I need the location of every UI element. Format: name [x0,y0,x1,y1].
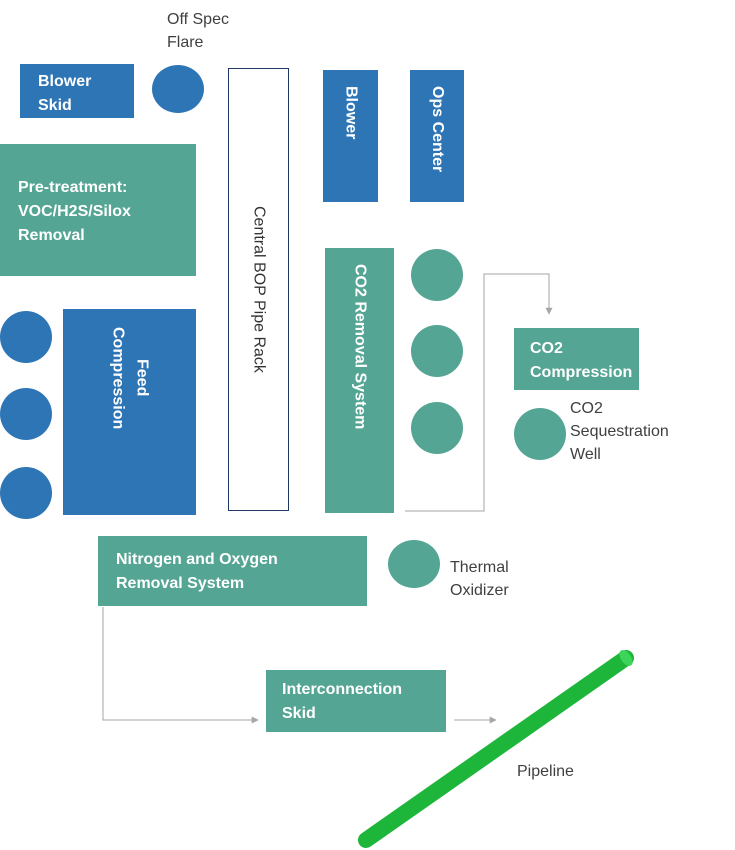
co2-removal-circle-3 [411,402,463,454]
pretreatment-block: Pre-treatment: VOC/H2S/Silox Removal [0,144,196,276]
co2-sequestration-well-label: CO2 Sequestration Well [570,400,669,463]
blower-skid-block: Blower Skid [20,64,134,118]
feed-compressor-circle-1 [0,311,52,363]
blower-skid-label: Blower Skid [38,73,92,114]
feed-compressor-circle-2 [0,388,52,440]
off-spec-flare-circle [152,65,204,113]
co2-removal-block: CO2 Removal System [325,248,394,513]
pipeline-pipe-end [619,650,633,666]
co2-removal-circle-2 [411,325,463,377]
nitrogen-to-interconnection-arrow [102,607,259,724]
blower-block: Blower [323,70,378,202]
ops-center-block: Ops Center [410,70,464,202]
co2-removal-circle-1 [411,249,463,301]
co2-sequestration-well-circle [514,408,566,460]
thermal-oxidizer-circle [388,540,440,588]
feed-compression-block: Feed Compression [63,309,196,515]
ops-center-label: Ops Center [429,86,446,173]
feed-compression-label: Feed Compression [109,327,151,430]
nitrogen-oxygen-removal-label: Nitrogen and Oxygen Removal System [116,551,278,592]
co2-compression-label: CO2 Compression [530,340,633,381]
nitrogen-oxygen-removal-block: Nitrogen and Oxygen Removal System [98,536,367,606]
co2-compression-block: CO2 Compression [514,328,639,390]
blower-label: Blower [342,86,360,140]
pretreatment-label: Pre-treatment: VOC/H2S/Silox Removal [18,179,131,244]
central-bop-pipe-rack-label: Central BOP Pipe Rack [250,206,268,373]
co2-removal-to-compression-arrow [405,273,553,512]
off-spec-flare-label: Off Spec Flare [167,11,229,51]
interconnection-skid-block: Interconnection Skid [266,670,446,732]
interconnection-skid-label: Interconnection Skid [282,681,403,722]
feed-compressor-circle-3 [0,467,52,519]
co2-removal-label: CO2 Removal System [351,264,369,430]
pipeline-label: Pipeline [517,763,574,780]
central-bop-pipe-rack: Central BOP Pipe Rack [228,68,289,511]
thermal-oxidizer-label: Thermal Oxidizer [450,559,509,599]
pipeline-pipe [358,650,634,848]
